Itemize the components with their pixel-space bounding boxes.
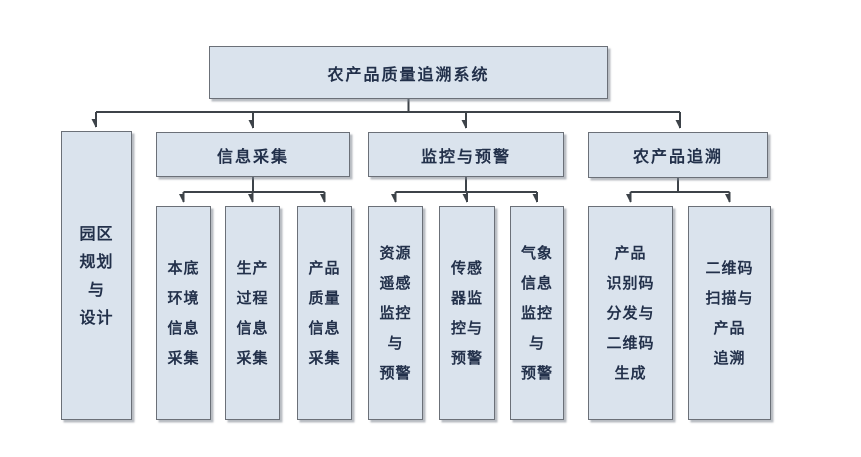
sensor-monitoring-box: 传感器监控与预警 [439,206,495,420]
system-title: 农产品质量追溯系统 [327,64,490,84]
remote-sensing-monitoring-box: 资源遥感监控与预警 [368,206,423,420]
weather-info-monitoring-box: 气象信息监控与预警 [510,206,564,420]
background-env-info-collection-box: 本底环境信息采集 [156,206,211,420]
product-tracing-header: 农产品追溯 [588,132,768,178]
park-planning-design-label: 园区规划与设计 [79,223,114,327]
production-process-info-collection-box: 生产过程信息采集 [225,206,280,420]
monitoring-warning-header: 监控与预警 [368,132,564,177]
system-title-box: 农产品质量追溯系统 [209,46,608,99]
product-id-code-qr-generation-box: 产品识别码分发与二维码生成 [588,206,673,420]
product-quality-info-collection-box: 产品质量信息采集 [297,206,352,420]
park-planning-design-box: 园区规划与设计 [61,131,132,420]
info-collection-header: 信息采集 [156,132,350,177]
qr-scan-product-tracing-box: 二维码扫描与产品追溯 [688,206,771,420]
